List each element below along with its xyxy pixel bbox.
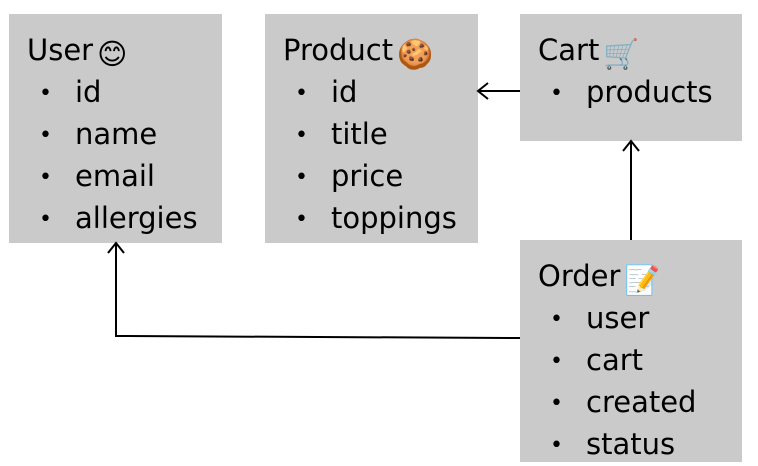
field-item: • email [39, 156, 222, 198]
field-name: user [586, 301, 650, 335]
smiling-face-icon: 😊 [97, 37, 128, 71]
entity-title-order: Order📝 [538, 258, 742, 298]
entity-box-order: Order📝 • user • cart • created • status [520, 240, 742, 462]
bullet-icon: • [295, 81, 308, 106]
field-item: • user [550, 298, 742, 340]
bullet-icon: • [295, 165, 308, 190]
field-name: title [331, 117, 388, 151]
bullet-icon: • [39, 165, 52, 190]
field-item: • id [295, 72, 478, 114]
field-name: id [75, 75, 102, 109]
field-name: products [586, 75, 713, 109]
shopping-cart-icon: 🛒 [603, 37, 640, 71]
entity-name-cart: Cart [538, 33, 600, 67]
field-item: • cart [550, 340, 742, 382]
bullet-icon: • [39, 207, 52, 232]
bullet-icon: • [550, 433, 563, 458]
entity-title-product: Product🍪 [283, 32, 478, 72]
field-name: toppings [331, 201, 457, 235]
arrowhead-icon [476, 82, 489, 100]
relation-order-to-user [107, 241, 521, 339]
entity-name-product: Product [283, 33, 394, 67]
bullet-icon: • [550, 307, 563, 332]
field-item: • title [295, 114, 478, 156]
relation-order-to-cart [622, 139, 640, 240]
connector-line [115, 243, 521, 339]
entity-name-user: User [27, 33, 94, 67]
field-item: • name [39, 114, 222, 156]
field-name: email [75, 159, 155, 193]
bullet-icon: • [39, 81, 52, 106]
entity-name-order: Order [538, 259, 621, 293]
entity-box-user: User😊 • id • name • email • allergies [9, 14, 222, 243]
field-name: created [586, 385, 697, 419]
entity-title-cart: Cart🛒 [538, 32, 742, 72]
field-item: • products [550, 72, 742, 114]
field-item: • price [295, 156, 478, 198]
field-list-cart: • products [538, 72, 742, 114]
field-item: • allergies [39, 198, 222, 240]
field-name: cart [586, 343, 644, 377]
relation-cart-to-product [476, 82, 520, 100]
field-name: status [586, 427, 676, 461]
field-item: • toppings [295, 198, 478, 240]
arrowhead-icon [107, 241, 125, 254]
field-name: name [75, 117, 158, 151]
arrowhead-icon [622, 139, 640, 152]
field-item: • status [550, 424, 742, 466]
field-list-user: • id • name • email • allergies [27, 72, 222, 240]
field-list-order: • user • cart • created • status [538, 298, 742, 466]
entity-box-cart: Cart🛒 • products [520, 14, 742, 141]
field-name: price [331, 159, 404, 193]
entity-box-product: Product🍪 • id • title • price • toppings [265, 14, 478, 243]
field-name: allergies [75, 201, 198, 235]
field-list-product: • id • title • price • toppings [283, 72, 478, 240]
entity-title-user: User😊 [27, 32, 222, 72]
bullet-icon: • [39, 123, 52, 148]
bullet-icon: • [550, 391, 563, 416]
field-item: • created [550, 382, 742, 424]
field-item: • id [39, 72, 222, 114]
bullet-icon: • [550, 81, 563, 106]
memo-icon: 📝 [624, 263, 661, 297]
bullet-icon: • [295, 123, 308, 148]
cookie-icon: 🍪 [397, 37, 434, 71]
bullet-icon: • [295, 207, 308, 232]
field-name: id [331, 75, 358, 109]
bullet-icon: • [550, 349, 563, 374]
